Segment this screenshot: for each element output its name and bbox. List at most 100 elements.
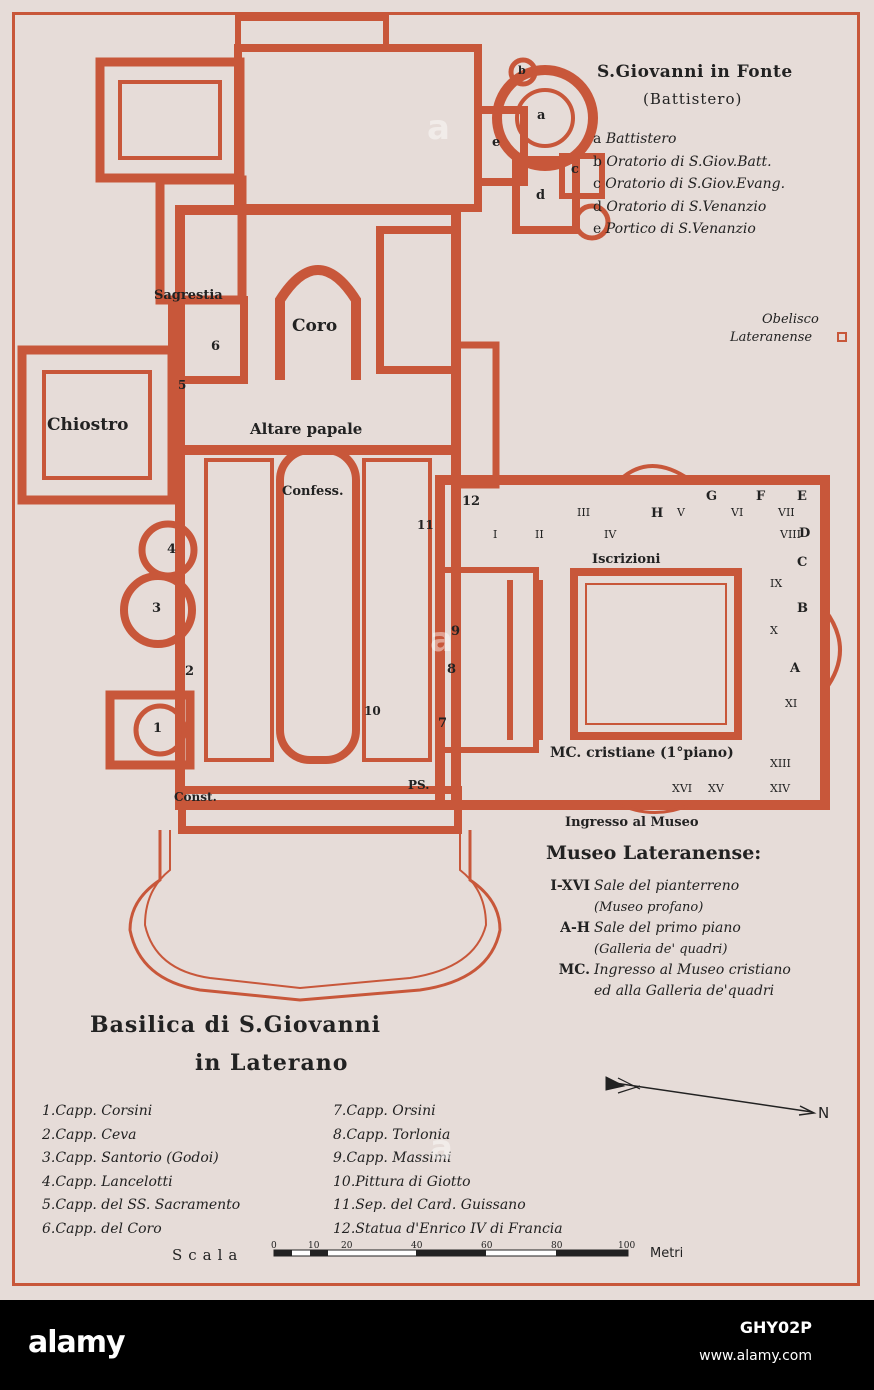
- room-ps: PS.: [408, 778, 430, 792]
- wall-portico-e: [474, 106, 528, 186]
- watermark: a: [430, 1128, 453, 1168]
- basilica-title: Basilica di S.Giovanni: [90, 1012, 381, 1038]
- chapel-legend-item: 8.Capp. Torlonia: [333, 1126, 451, 1143]
- scale-tick-20: 20: [341, 1241, 353, 1251]
- wall-museum-bump-bottom: [619, 803, 691, 814]
- baptistery-item: d Oratorio di S.Venanzio: [593, 198, 767, 215]
- museum-letter-E: E: [797, 489, 807, 504]
- wall-sagrestia-area: [168, 296, 248, 384]
- plan-number-7: 7: [438, 716, 448, 731]
- baptistery-legend: a Battistero b Oratorio di S.Giov.Batt. …: [593, 128, 785, 241]
- museum-hall-III: III: [577, 506, 591, 519]
- wall-nave-outer: [175, 445, 461, 810]
- chapel-legend-item: 1.Capp. Corsini: [42, 1103, 153, 1119]
- label-e: e: [492, 135, 501, 150]
- scale-bar: [273, 1249, 629, 1257]
- chapel-legend-item: 4.Capp. Lancelotti: [42, 1173, 173, 1190]
- wall-rotunda-right: [573, 203, 611, 241]
- wall-aisle-left: [204, 458, 274, 762]
- room-iscrizioni: Iscrizioni: [592, 552, 661, 567]
- wall-transept-right: [376, 226, 460, 374]
- museum-letter-A: A: [790, 661, 801, 676]
- wall-capp-1-dome: [133, 703, 187, 757]
- compass-arrow: [605, 1076, 817, 1116]
- compass-north-label: N: [818, 1104, 830, 1122]
- wall-battistero: [492, 65, 598, 171]
- museum-hall-VI: VI: [731, 506, 744, 519]
- plan-number-9: 9: [451, 624, 461, 639]
- wall-capp-3: [120, 572, 196, 648]
- room-sagrestia: Sagrestia: [154, 288, 223, 303]
- museum-hall-IV: IV: [604, 528, 617, 541]
- wall-battistero-inner: [515, 88, 575, 148]
- museum-letter-H: H: [651, 506, 664, 521]
- wall-museum-bump-top: [618, 464, 692, 482]
- wall-oratorio-c: [559, 153, 605, 199]
- footer-bar: [0, 1300, 874, 1390]
- obelisk-label-1: Obelisco: [762, 312, 819, 327]
- wall-corridor: [452, 341, 500, 489]
- wall-oratorio-b: [508, 57, 538, 87]
- room-mc-cristiane: MC. cristiane (1°piano): [550, 745, 734, 761]
- museum-hall-XIV: XIV: [770, 782, 791, 795]
- scale-tick-60: 60: [481, 1241, 493, 1251]
- plan-number-3: 3: [152, 601, 162, 616]
- plan-number-5: 5: [178, 378, 187, 392]
- baptistery-item: a Battistero: [593, 131, 677, 147]
- label-b: b: [518, 64, 526, 77]
- scale-tick-80: 80: [551, 1241, 563, 1251]
- museum-letter-B: B: [797, 601, 808, 616]
- label-c: c: [571, 162, 579, 177]
- chapel-legend-item: 2.Capp. Ceva: [42, 1126, 137, 1143]
- wall-capp-1: [105, 690, 195, 770]
- chapel-legend-item: 3.Capp. Santorio (Godoi): [42, 1150, 219, 1166]
- room-chiostro: Chiostro: [47, 415, 129, 435]
- floor-plan: [17, 15, 847, 1257]
- plan-number-12: 12: [462, 494, 481, 509]
- museum-hall-V: V: [677, 506, 685, 519]
- wall-museum-courtyard-inner: [585, 583, 727, 725]
- scale-tick-40: 40: [411, 1241, 423, 1251]
- wall-left-tower: [155, 175, 247, 305]
- wall-facade-steps-2: [143, 830, 488, 990]
- chapel-legend-left: 1.Capp. Corsini 2.Capp. Ceva 3.Capp. San…: [42, 1100, 240, 1241]
- room-const: Const.: [174, 790, 217, 804]
- map-frame: [12, 12, 860, 1286]
- museum-letter-F: F: [756, 489, 766, 504]
- baptistery-subtitle: (Battistero): [643, 90, 743, 108]
- wall-museum-courtyard: [570, 568, 742, 740]
- watermark: a: [427, 108, 450, 148]
- brand-logo: alamy: [28, 1325, 126, 1360]
- image-id: GHY02P: [739, 1318, 812, 1337]
- wall-apse-coro: [275, 265, 361, 380]
- basilica-subtitle: in Laterano: [195, 1050, 349, 1076]
- baptistery-item: e Portico di S.Venanzio: [593, 221, 756, 237]
- site-url: www.alamy.com: [699, 1348, 812, 1364]
- museum-hall-X: X: [770, 624, 778, 637]
- museum-hall-XV: XV: [708, 782, 724, 795]
- museum-hall-VII: VII: [778, 506, 795, 519]
- chapel-legend-item: 11.Sep. del Card. Guissano: [333, 1197, 526, 1213]
- chapel-legend-item: 6.Capp. del Coro: [42, 1220, 162, 1237]
- room-altare-papale: Altare papale: [250, 420, 363, 438]
- museo-title: Museo Lateranense:: [546, 842, 762, 864]
- wall-aisle-right: [362, 458, 432, 762]
- museum-hall-II: II: [535, 528, 544, 541]
- museum-hall-IX: IX: [770, 577, 783, 590]
- obelisk-marker: [837, 332, 847, 342]
- museum-letter-G: G: [706, 489, 718, 504]
- museum-hall-XIII: XIII: [770, 757, 791, 770]
- scale-label: Scala: [172, 1246, 244, 1264]
- chapel-legend-item: 7.Capp. Orsini: [333, 1103, 436, 1119]
- plan-number-11: 11: [417, 518, 434, 532]
- room-coro: Coro: [292, 316, 338, 336]
- plan-number-2: 2: [185, 664, 195, 679]
- scale-unit: Metri: [650, 1246, 684, 1261]
- baptistery-item: c Oratorio di S.Giov.Evang.: [593, 176, 786, 192]
- museum-letter-D: D: [799, 526, 811, 541]
- museo-row-sub: ed alla Galleria de'quadri: [594, 983, 775, 999]
- room-ingresso-museo: Ingresso al Museo: [565, 815, 699, 830]
- wall-museum-bump-right: [823, 608, 842, 692]
